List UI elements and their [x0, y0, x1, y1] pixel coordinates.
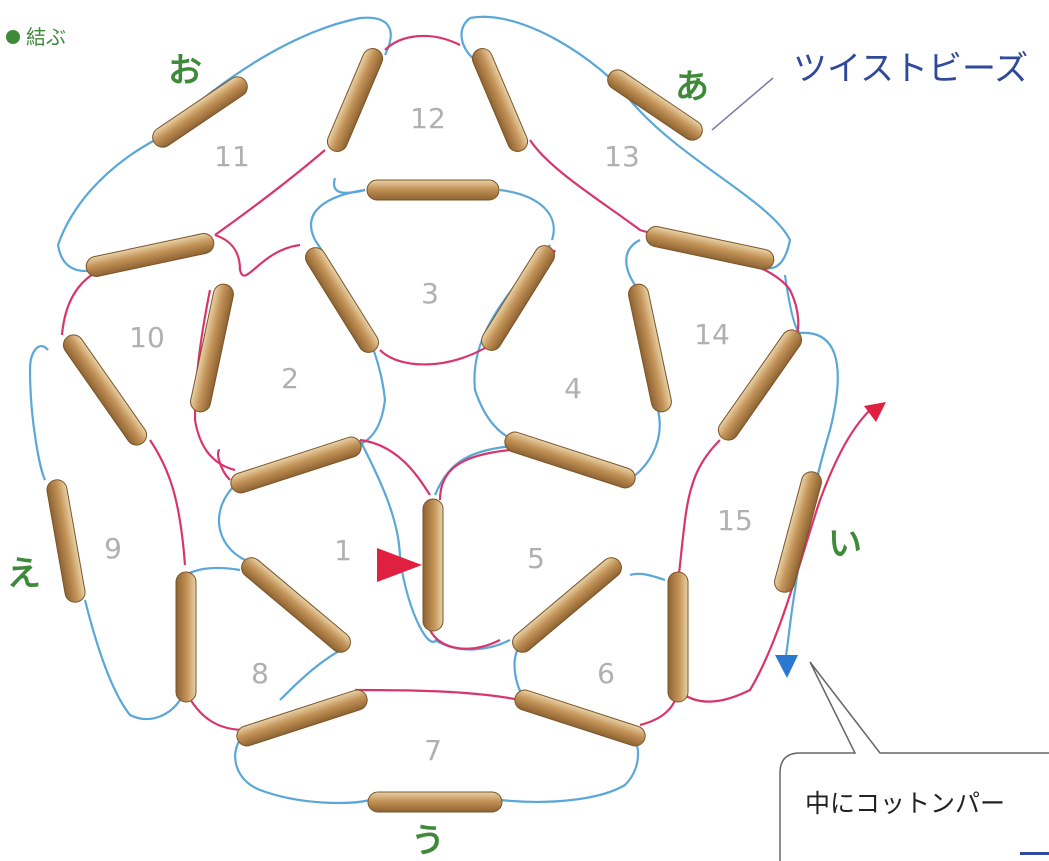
bead	[190, 283, 234, 413]
bead	[774, 471, 822, 593]
start-arrow-icon	[377, 548, 422, 582]
bead	[607, 69, 703, 141]
point-label-i: い	[828, 524, 862, 564]
bead	[152, 76, 248, 148]
cell-number: 3	[421, 277, 439, 310]
bead	[717, 329, 803, 441]
legend: 結ぶ	[6, 25, 66, 49]
legend-dot-icon	[6, 30, 20, 44]
end-arrow-blue-icon	[775, 655, 798, 678]
note-callout-bubble	[779, 661, 1049, 861]
cell-number: 2	[281, 362, 299, 395]
blue-thread	[28, 15, 839, 805]
bead	[367, 791, 503, 813]
note-callout-mark	[1020, 852, 1049, 855]
cell-number: 11	[214, 140, 250, 173]
bead	[85, 233, 215, 277]
bead	[471, 48, 529, 152]
legend-label: 結ぶ	[26, 25, 66, 49]
cell-number: 12	[410, 102, 446, 135]
bead	[504, 431, 636, 489]
bead	[422, 498, 444, 632]
cell-number: 5	[527, 542, 545, 575]
bead	[645, 226, 775, 270]
bead	[512, 557, 622, 653]
cell-number: 15	[717, 504, 753, 537]
end-arrow-red-icon	[864, 402, 886, 422]
point-label-e: え	[7, 554, 41, 594]
beads	[46, 48, 822, 813]
bead	[62, 334, 148, 446]
twist-callout-line	[711, 77, 774, 131]
cell-number: 8	[251, 657, 269, 690]
cell-number: 1	[334, 534, 352, 567]
point-label-u: う	[411, 821, 445, 861]
note-callout-text: 中にコットンパー	[805, 789, 1005, 818]
bead	[326, 48, 384, 152]
bead	[667, 571, 689, 703]
cell-number: 7	[424, 734, 442, 767]
cell-numbers: 1 2 3 4 5 6 7 8 9 10 11 12 13 14 15	[104, 102, 753, 767]
point-label-o: お	[168, 51, 202, 91]
bead	[628, 283, 672, 413]
bead	[175, 571, 197, 703]
bead	[481, 245, 555, 351]
cell-number: 14	[694, 318, 730, 351]
bead	[305, 247, 379, 353]
cell-number: 4	[564, 372, 582, 405]
cell-number: 6	[597, 657, 615, 690]
bead	[46, 479, 86, 603]
bead	[366, 179, 500, 201]
cell-number: 10	[129, 321, 165, 354]
bead	[241, 557, 351, 653]
twist-callout-label: ツイストビーズ	[793, 49, 1028, 89]
note-callout: 中にコットンパー	[779, 661, 1049, 861]
cell-number: 13	[604, 140, 640, 173]
cell-number: 9	[104, 532, 122, 565]
bead	[236, 689, 368, 747]
point-label-a: あ	[675, 67, 709, 107]
bead	[514, 689, 646, 747]
bead	[230, 436, 362, 494]
